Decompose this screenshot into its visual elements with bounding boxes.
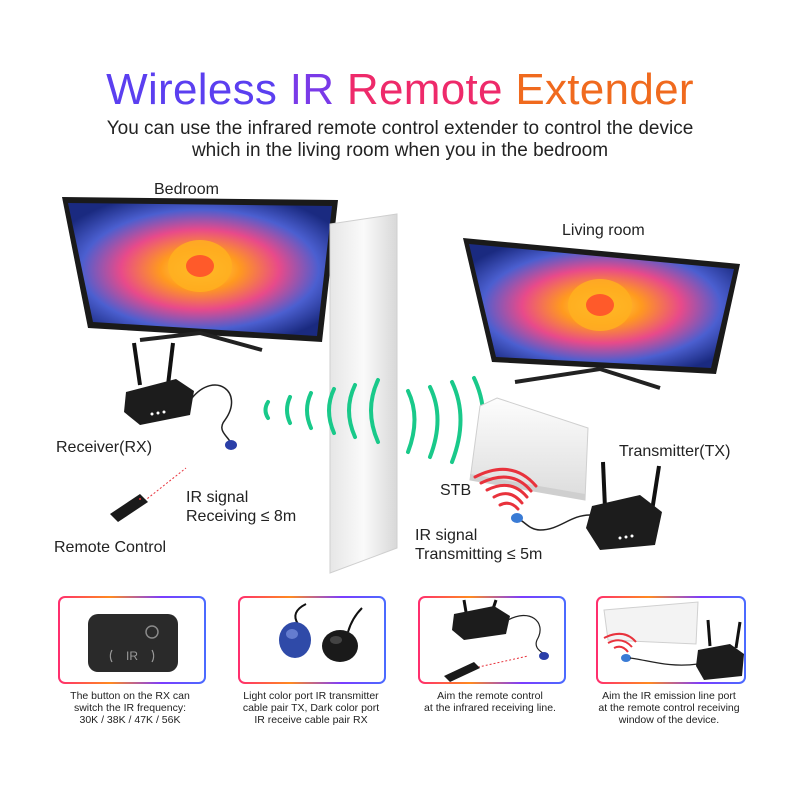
subtitle-line-1: You can use the infrared remote control … [106, 118, 694, 139]
right-bracket-icon [151, 649, 155, 663]
caption-line: window of the device. [618, 714, 720, 726]
remote-control [110, 467, 187, 522]
stb-device [469, 397, 589, 501]
caption-line: Light color port IR transmitter [243, 690, 379, 702]
ir-emission-arcs [473, 467, 538, 511]
caption-line: at the remote control receiving [598, 702, 740, 714]
remote-control-label: Remote Control [54, 539, 167, 556]
caption-line: switch the IR frequency: [73, 702, 187, 714]
rx-button-illustration: IR [88, 614, 178, 672]
wireless-waves [263, 376, 486, 469]
ir-receiving-text: IR signal Receiving ≤ 8m [186, 488, 296, 526]
bedroom-tv [62, 197, 338, 352]
receiver-label: Receiver(RX) [56, 439, 153, 456]
ir-transmitting-line-2: Transmitting ≤ 5m [415, 546, 543, 563]
card-cable-ports-inner [240, 598, 384, 682]
card-rx-button-inner: IR [60, 598, 204, 682]
aim-remote-illustration [444, 599, 549, 682]
ir-receiving-line-1: IR signal [186, 489, 249, 506]
aim-emitter-illustration [603, 601, 744, 680]
title-word-extender: Extender [515, 65, 694, 114]
receiver-device [124, 342, 237, 450]
living-room-label: Living room [562, 222, 645, 239]
rx-button-ir-text: IR [126, 649, 138, 663]
scene-illustration [62, 197, 740, 574]
ir-receiving-line-2: Receiving ≤ 8m [186, 508, 297, 525]
ir-transmitting-text: IR signal Transmitting ≤ 5m [415, 526, 542, 564]
card-aim-remote-caption: Aim the remote control at the infrared r… [410, 690, 570, 714]
caption-line: cable pair TX, Dark color port [242, 702, 380, 714]
cable-ports-illustration [279, 603, 363, 662]
living-room-tv [463, 238, 740, 390]
caption-line: 30K / 38K / 47K / 56K [79, 714, 181, 726]
caption-line: Aim the IR emission line port [602, 690, 736, 702]
caption-line: IR receive cable pair RX [254, 714, 368, 726]
card-rx-button: IR [58, 596, 206, 684]
caption-line: The button on the RX can [70, 690, 190, 702]
page-title: Wireless IR Remote Extender [0, 62, 800, 118]
card-cable-ports-caption: Light color port IR transmitter cable pa… [232, 690, 390, 726]
title-word-remote: Remote [346, 65, 503, 114]
card-aim-emitter [596, 596, 746, 684]
left-bracket-icon [109, 649, 113, 663]
card-aim-remote [418, 596, 566, 684]
card-aim-emitter-caption: Aim the IR emission line port at the rem… [588, 690, 750, 726]
transmitter-label: Transmitter(TX) [619, 443, 731, 460]
card-cable-ports [238, 596, 386, 684]
bedroom-label: Bedroom [154, 181, 219, 198]
ir-transmitting-line-1: IR signal [415, 527, 478, 544]
title-word-wireless: Wireless [106, 65, 278, 114]
transmitter-device [511, 461, 662, 550]
caption-line: at the infrared receiving line. [424, 702, 556, 714]
card-aim-emitter-inner [598, 598, 744, 682]
card-aim-remote-inner [420, 598, 564, 682]
caption-line: Aim the remote control [437, 690, 543, 702]
title-word-ir: IR [289, 65, 335, 114]
subtitle-line-2: which in the living room when you in the… [191, 140, 609, 161]
stb-label: STB [440, 482, 472, 499]
subtitle: You can use the infrared remote control … [0, 118, 800, 162]
card-rx-button-caption: The button on the RX can switch the IR f… [54, 690, 206, 726]
wall [329, 213, 398, 574]
